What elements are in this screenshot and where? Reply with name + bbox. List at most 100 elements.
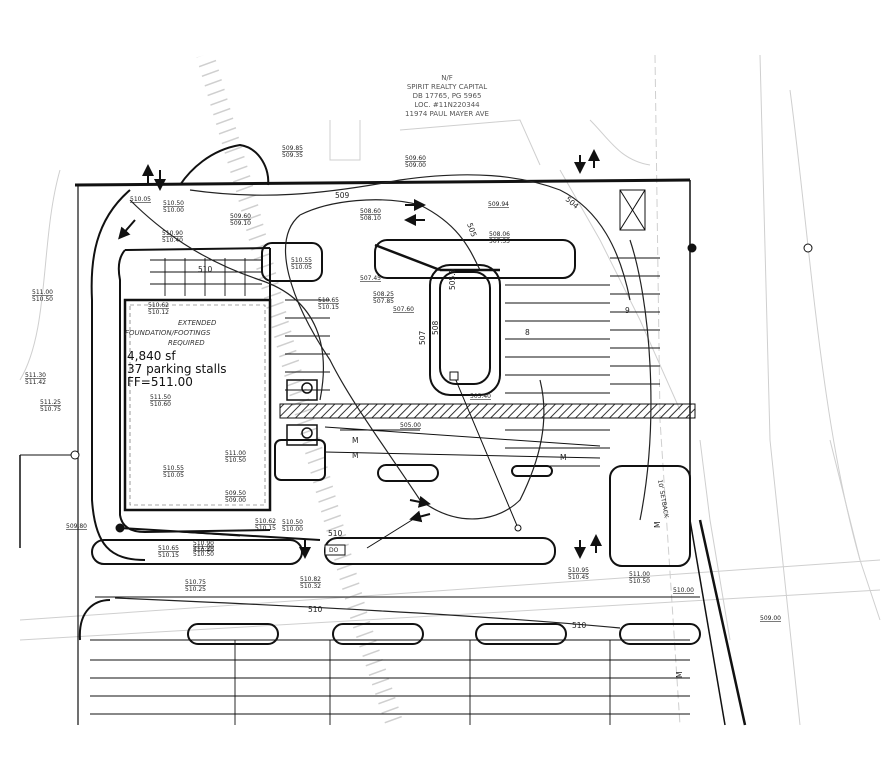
spot-elevation-bottom: 510.00: [163, 207, 184, 214]
building-notes: EXTENDED FOUNDATION/FOOTINGS REQUIRED 4,…: [125, 319, 227, 389]
spot-elevation-top: 511.00: [225, 450, 246, 457]
svg-text:LOC. #11N220344: LOC. #11N220344: [414, 101, 480, 109]
svg-text:11974 PAUL MAYER AVE: 11974 PAUL MAYER AVE: [405, 110, 489, 118]
spot-elevation-top: 510.65: [318, 297, 339, 304]
curb-lines: [90, 143, 691, 567]
spot-elevation-bottom: 510.40: [162, 237, 183, 244]
owner-block: N/F SPIRIT REALTY CAPITAL DB 17765, PG 5…: [405, 74, 489, 118]
spot-elevation-top: 510.55: [291, 257, 312, 264]
spot-elevation-top: 511.00: [629, 571, 650, 578]
spot-elevation-bottom: 510.50: [193, 551, 214, 558]
svg-text:SPIRIT REALTY CAPITAL: SPIRIT REALTY CAPITAL: [407, 83, 487, 91]
svg-text:N/F: N/F: [441, 74, 453, 82]
spot-elevation-bottom: 507.55: [489, 238, 510, 245]
svg-text:FOUNDATION/FOOTINGS: FOUNDATION/FOOTINGS: [125, 329, 211, 337]
spot-elevation-top: 507.45: [360, 275, 381, 282]
svg-text:508: 508: [431, 320, 440, 335]
svg-text:510: 510: [308, 605, 323, 614]
spot-elevation-top: 511.00: [193, 544, 214, 551]
svg-text:M: M: [653, 522, 662, 528]
spot-elevation-bottom: 510.00: [282, 526, 303, 533]
contour-lines: [114, 174, 652, 629]
spot-elevation-top: 509.80: [66, 523, 87, 530]
spot-elevation-bottom: 510.50: [32, 296, 53, 303]
spot-elevation-top: 510.55: [163, 465, 184, 472]
spot-elevation-top: 510.62: [148, 302, 169, 309]
svg-text:4,840 sf: 4,840 sf: [127, 349, 176, 363]
spot-elevation-top: 510.65: [158, 545, 179, 552]
spot-elevation-bottom: 507.85: [373, 298, 394, 305]
svg-text:507: 507: [418, 330, 427, 345]
svg-text:504: 504: [564, 195, 581, 211]
spot-elevation-top: 508.25: [373, 291, 394, 298]
spot-elevation-bottom: 510.32: [300, 583, 321, 590]
svg-text:FF=511.00: FF=511.00: [127, 375, 193, 389]
spot-elevation-top: 509.60: [230, 213, 251, 220]
utility-lines: [115, 189, 646, 556]
existing-features: [19, 52, 881, 728]
spot-elevation-top: 509.94: [488, 201, 509, 208]
spot-elevation-top: 510.05: [130, 196, 151, 203]
stall-markers: 8 9 M M M M M 10' SETBACK DO: [329, 306, 684, 678]
spot-elevation-top: 511.50: [150, 394, 171, 401]
svg-text:REQUIRED: REQUIRED: [168, 339, 205, 347]
spot-elevation-bottom: 509.10: [230, 220, 251, 227]
spot-elevation-top: 510.50: [282, 519, 303, 526]
svg-text:M: M: [352, 436, 358, 445]
spot-elevation-top: 509.00: [760, 615, 781, 622]
spot-elevation-top: 505.40: [470, 393, 491, 400]
spot-elevation-top: 510.90: [162, 230, 183, 237]
svg-text:510: 510: [198, 265, 213, 274]
svg-text:510: 510: [328, 529, 343, 538]
spot-elevation-bottom: 510.60: [150, 401, 171, 408]
svg-text:510: 510: [572, 621, 587, 630]
svg-text:M: M: [352, 451, 358, 460]
spot-elevation-top: 510.82: [300, 576, 321, 583]
spot-elevation-top: 509.50: [225, 490, 246, 497]
spot-elevation-bottom: 510.15: [318, 304, 339, 311]
svg-text:505: 505: [465, 222, 478, 239]
spot-elevation-bottom: 510.50: [629, 578, 650, 585]
spot-elevation-top: 510.95: [568, 567, 589, 574]
spot-elevation-top: 511.00: [32, 289, 53, 296]
svg-text:M: M: [675, 672, 684, 678]
svg-text:37 parking stalls: 37 parking stalls: [127, 362, 227, 376]
spot-elevation-bottom: 508.10: [360, 215, 381, 222]
spot-elevation-bottom: 509.00: [225, 497, 246, 504]
parking-stripes: [90, 257, 690, 725]
spot-elevation-top: 507.60: [393, 306, 414, 313]
spot-elevation-bottom: 511.42: [25, 379, 46, 386]
spot-elevation-bottom: 510.25: [185, 586, 206, 593]
spot-elevation-bottom: 510.15: [255, 525, 276, 532]
svg-text:10' SETBACK: 10' SETBACK: [656, 479, 670, 519]
spot-elevation-top: 510.50: [163, 200, 184, 207]
spot-elevation-top: 511.25: [40, 399, 61, 406]
hatched-walkway: [279, 403, 696, 419]
spot-elevation-top: 510.62: [255, 518, 276, 525]
spot-elevation-top: 505.00: [400, 422, 421, 429]
spot-elevation-top: 509.85: [282, 145, 303, 152]
spot-elevation-top: 511.30: [25, 372, 46, 379]
spot-elevation-top: 510.75: [185, 579, 206, 586]
svg-text:509: 509: [335, 191, 350, 200]
spot-elevation-bottom: 509.00: [405, 162, 426, 169]
spot-elevation-top: 508.06: [489, 231, 510, 238]
building-footprint: [123, 298, 272, 512]
svg-text:8: 8: [525, 328, 530, 337]
spot-elevation-top: 510.00: [673, 587, 694, 594]
spot-elevation-top: 509.60: [405, 155, 426, 162]
spot-elevation-bottom: 510.40: [193, 547, 214, 554]
spot-elevation-bottom: 510.45: [568, 574, 589, 581]
svg-text:505.5: 505.5: [448, 268, 457, 290]
spot-elevation-top: 510.90: [193, 540, 214, 547]
spot-elevation-bottom: 510.05: [291, 264, 312, 271]
spot-elevation-bottom: 509.35: [282, 152, 303, 159]
spot-elevation-bottom: 510.50: [225, 457, 246, 464]
spot-elevation-bottom: 510.15: [158, 552, 179, 559]
lower-islands: [78, 596, 701, 645]
accessible-parking-symbols: [286, 379, 318, 446]
svg-text:DO: DO: [329, 547, 339, 554]
spot-elevation-bottom: 510.75: [40, 406, 61, 413]
